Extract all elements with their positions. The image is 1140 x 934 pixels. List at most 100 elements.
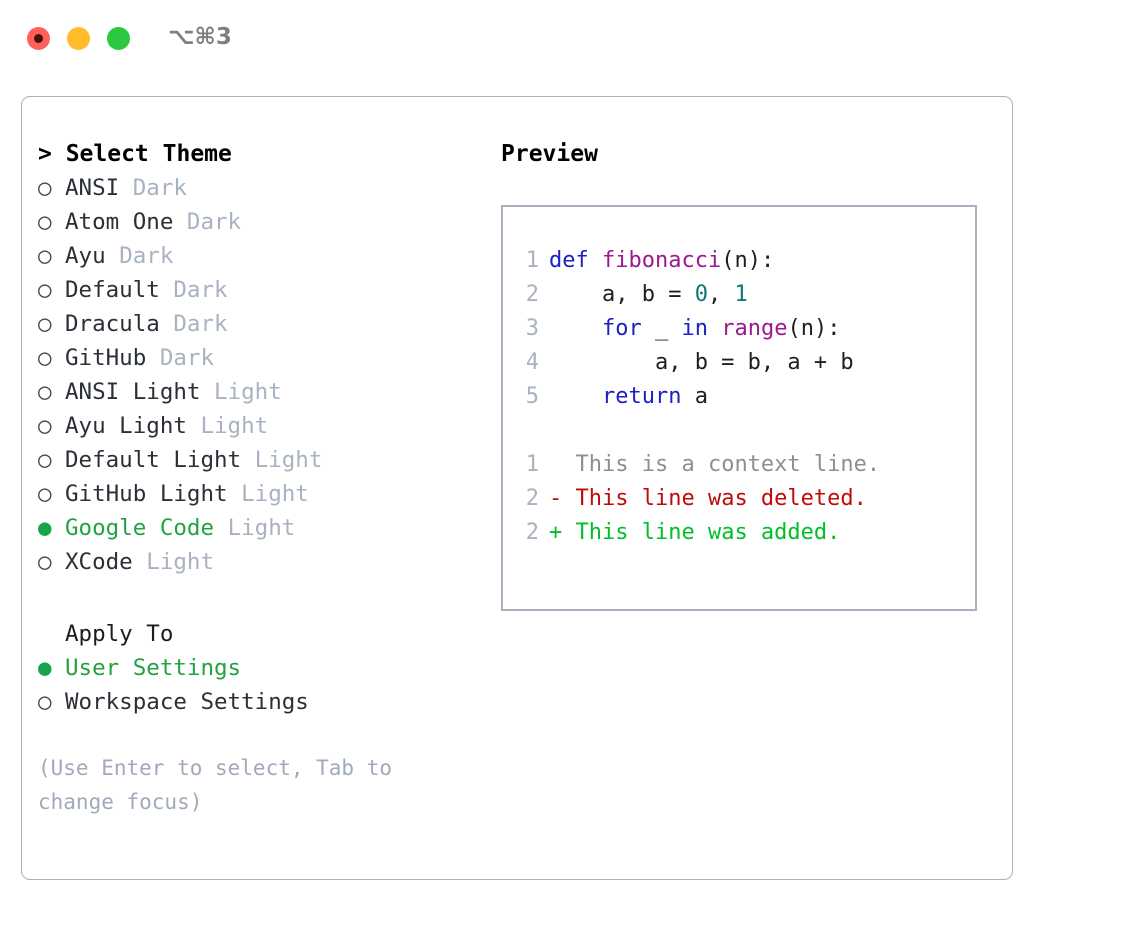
theme-variant-badge: Dark [173, 277, 228, 303]
theme-list-item[interactable]: ○ Ayu Dark [38, 239, 478, 273]
page-title: > Select Theme [38, 141, 232, 167]
code-token-plain: (n): [787, 316, 841, 341]
radio-unselected-icon: ○ [38, 175, 52, 201]
theme-picker-column: > Select Theme ○ANSI Dark○Atom One Dark○… [38, 137, 478, 819]
preview-title: Preview [501, 141, 598, 167]
theme-variant-badge: Dark [173, 311, 228, 337]
theme-variant-badge: Dark [186, 209, 242, 235]
close-icon [34, 34, 43, 43]
code-token-plain: a, b = [549, 282, 695, 307]
theme-variant-badge: Dark [159, 345, 215, 371]
theme-name: GitHub [65, 345, 147, 371]
radio-unselected-icon: ○ [38, 209, 52, 235]
theme-list[interactable]: ○ANSI Dark○Atom One Dark○Ayu Dark○Defaul… [38, 171, 478, 579]
radio-unselected-icon: ○ [38, 689, 52, 715]
radio-unselected-icon: ○ [38, 447, 52, 473]
theme-name: Default [65, 277, 160, 303]
theme-name: Ayu Light [65, 413, 187, 439]
radio-unselected-icon: ○ [38, 549, 52, 575]
maximize-window-button[interactable] [107, 27, 130, 50]
theme-name: ANSI Light [65, 379, 201, 405]
apply-to-option[interactable]: ○ Workspace Settings [38, 685, 478, 719]
code-line: 4 a, b = b, a + b [517, 346, 969, 380]
code-line: 2 a, b = 0, 1 [517, 278, 969, 312]
code-token-kw: in [681, 316, 722, 341]
diff-marker [549, 452, 576, 477]
theme-variant-badge: Light [241, 481, 309, 507]
theme-variant-badge: Dark [119, 243, 174, 269]
theme-list-item[interactable]: ○XCode Light [38, 545, 478, 579]
theme-variant-badge: Light [227, 515, 296, 541]
settings-panel: > Select Theme ○ANSI Dark○Atom One Dark○… [21, 96, 1013, 880]
theme-list-item[interactable]: ○ ANSI Light Light [38, 375, 478, 409]
radio-unselected-icon: ○ [38, 243, 52, 269]
theme-list-item[interactable]: ○ Atom One Dark [38, 205, 478, 239]
theme-name: GitHub Light [65, 481, 228, 507]
minimize-window-button[interactable] [67, 27, 90, 50]
code-token-kw: for [549, 316, 655, 341]
code-token-fn: range [721, 316, 788, 341]
spacer [38, 579, 478, 617]
theme-list-item[interactable]: ○ Default Dark [38, 273, 478, 307]
line-number: 1 [525, 248, 539, 273]
line-number: 2 [525, 282, 539, 307]
code-line: 5 return a [517, 380, 969, 414]
keyboard-hint-text: (Use Enter to select, Tab to change focu… [38, 756, 405, 814]
diff-text: This line was deleted. [575, 486, 867, 511]
apply-to-option[interactable]: ●User Settings [38, 651, 478, 685]
line-number: 2 [525, 520, 539, 545]
theme-list-item[interactable]: ○ GitHub Light Light [38, 477, 478, 511]
theme-list-item[interactable]: ○ Ayu Light Light [38, 409, 478, 443]
window-titlebar: ⌥⌘3 [0, 0, 1140, 78]
diff-line: 2- This line was deleted. [517, 482, 969, 516]
theme-name: Atom One [65, 209, 174, 235]
code-token-kw: return [549, 384, 695, 409]
theme-variant-badge: Light [254, 447, 323, 473]
line-number: 2 [525, 486, 539, 511]
theme-variant-badge: Light [146, 549, 215, 575]
diff-text: This is a context line. [575, 452, 881, 477]
theme-list-item[interactable]: ●Google Code Light [38, 511, 478, 545]
theme-list-item[interactable]: ○ GitHub Dark [38, 341, 478, 375]
apply-to-option-label: Workspace Settings [65, 689, 309, 715]
diff-line: 1 This is a context line. [517, 448, 969, 482]
theme-list-item[interactable]: ○ANSI Dark [38, 171, 478, 205]
radio-unselected-icon: ○ [38, 379, 52, 405]
theme-name: Default Light [65, 447, 242, 473]
diff-text: This line was added. [575, 520, 841, 545]
radio-unselected-icon: ○ [38, 345, 52, 371]
code-token-plain: a [694, 384, 708, 409]
radio-unselected-icon: ○ [38, 311, 52, 337]
radio-unselected-icon: ○ [38, 413, 52, 439]
radio-selected-icon: ● [38, 515, 52, 541]
code-token-plain: _ [654, 316, 682, 341]
code-token-num: 1 [734, 282, 748, 307]
spacer [517, 414, 969, 448]
theme-name: Dracula [65, 311, 160, 337]
apply-to-option-label: User Settings [65, 655, 242, 681]
theme-list-item[interactable]: ○ Dracula Dark [38, 307, 478, 341]
keyboard-shortcut-label: ⌥⌘3 [168, 24, 232, 50]
radio-unselected-icon: ○ [38, 277, 52, 303]
diff-marker: - [549, 486, 576, 511]
theme-list-item[interactable]: ○ Default Light Light [38, 443, 478, 477]
theme-name: Ayu [65, 243, 106, 269]
spacer [38, 719, 478, 751]
diff-lines: 1 This is a context line.2- This line wa… [517, 448, 969, 550]
theme-variant-badge: Light [214, 379, 282, 405]
theme-variant-badge: Dark [132, 175, 187, 201]
code-line: 3 for _ in range(n): [517, 312, 969, 346]
apply-to-label: Apply To [65, 621, 174, 647]
diff-marker: + [549, 520, 576, 545]
line-number: 5 [525, 384, 539, 409]
apply-to-list[interactable]: ●User Settings ○ Workspace Settings [38, 651, 478, 719]
code-token-plain: , [707, 282, 735, 307]
radio-unselected-icon: ○ [38, 481, 52, 507]
theme-variant-badge: Light [200, 413, 269, 439]
